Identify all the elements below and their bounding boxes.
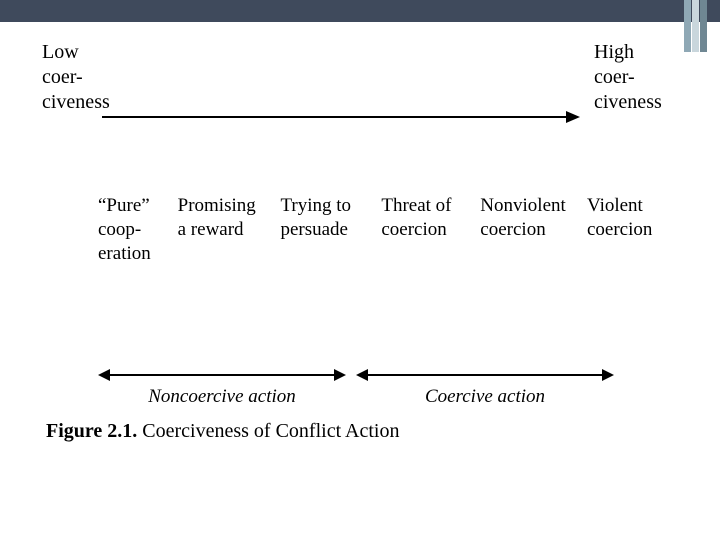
diagram-canvas: Low coer- civeness High coer- civeness “…: [36, 22, 684, 492]
arrow-head-right-icon: [602, 369, 614, 381]
arrow-shaft: [366, 374, 604, 376]
range-label-coercive: Coercive action: [424, 386, 546, 407]
range-arrow-coercive: [356, 368, 614, 382]
scale-arrow-head-icon: [566, 111, 580, 123]
category-item-1: Promising a reward: [177, 195, 256, 240]
accent-block-2: [692, 0, 699, 52]
figure-number: Figure 2.1.: [46, 420, 138, 442]
accent-block-1: [684, 0, 691, 52]
range-arrows: Noncoercive action Coercive action: [36, 340, 684, 420]
scale-arrow-right: [102, 111, 580, 123]
arrow-head-left-icon: [356, 369, 368, 381]
accent-block-4: [708, 0, 720, 22]
figure-title: Coerciveness of Conflict Action: [137, 420, 400, 442]
figure-caption: Figure 2.1. Coerciveness of Conflict Act…: [46, 420, 399, 443]
scale-label-high: High coer- civeness: [594, 41, 662, 113]
range-arrow-noncoercive: [98, 368, 346, 382]
category-row: “Pure” coop- eration Promising a reward …: [98, 194, 684, 266]
arrow-shaft: [108, 374, 336, 376]
scale-arrow-shaft: [102, 116, 568, 118]
coerciveness-scale: Low coer- civeness High coer- civeness: [36, 40, 684, 150]
arrow-head-right-icon: [334, 369, 346, 381]
range-label-noncoercive: Noncoercive action: [148, 386, 296, 407]
category-item-5: Violent coercion: [586, 195, 653, 240]
arrow-head-left-icon: [98, 369, 110, 381]
accent-block-5: [708, 22, 720, 52]
category-item-0: “Pure” coop- eration: [98, 195, 151, 264]
category-item-3: Threat of coercion: [381, 195, 452, 240]
slide-corner-accent: [684, 0, 720, 52]
accent-block-3: [700, 0, 707, 52]
slide-top-bar: [0, 0, 720, 22]
scale-label-low: Low coer- civeness: [42, 41, 110, 113]
category-item-4: Nonviolent coercion: [480, 195, 566, 240]
category-item-2: Trying to persuade: [280, 195, 352, 240]
